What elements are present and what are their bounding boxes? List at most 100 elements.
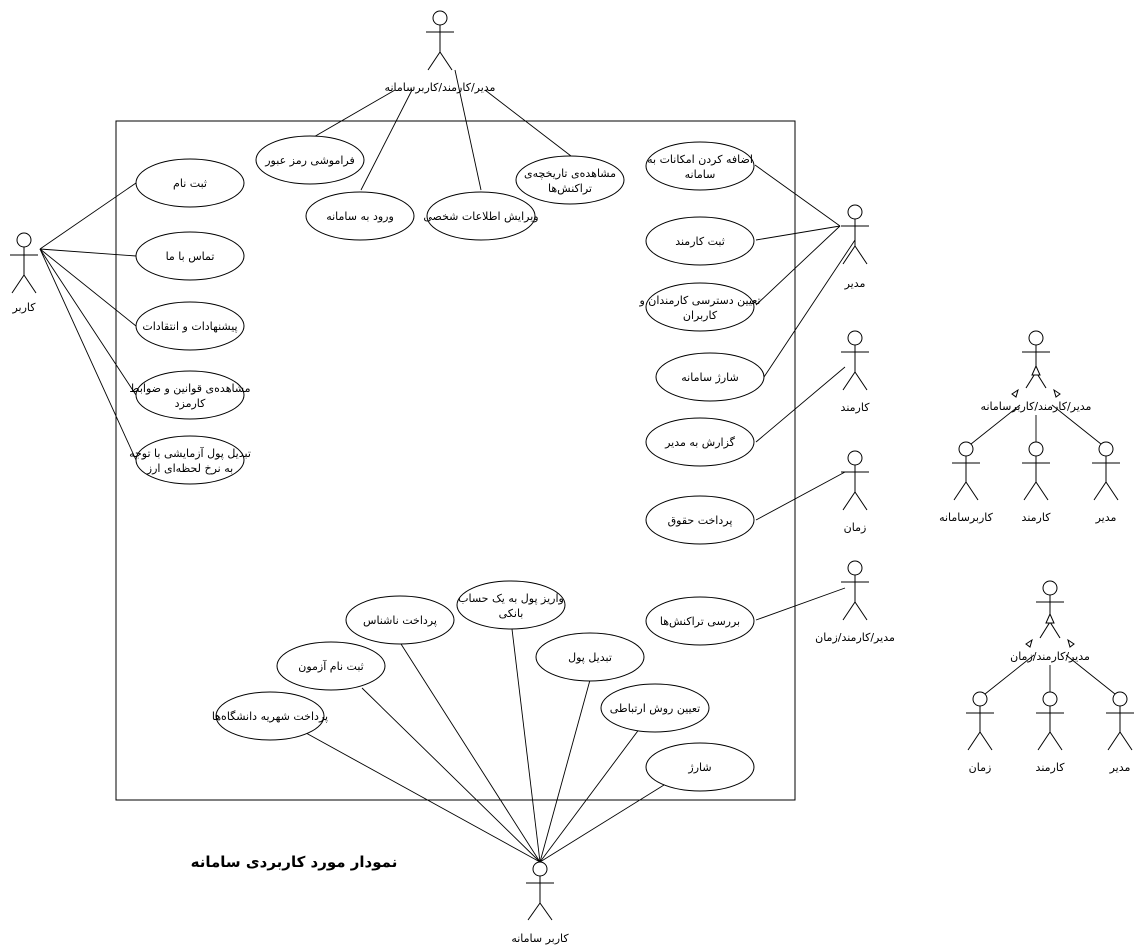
use-case-signup-label: ثبت نام xyxy=(173,177,207,190)
actor-combo-top-label: مدیر/کارمند/کاربرسامانه xyxy=(385,81,496,94)
use-case-charge: شارژ xyxy=(645,742,755,792)
use-case-pay-nashenas: پرداخت ناشناس xyxy=(345,595,455,645)
use-case-register-employee: ثبت کارمند xyxy=(645,216,755,266)
actor-employee: کارمند xyxy=(841,330,871,414)
use-case-exchange-test-label-2: به نرخ لحظه‌ای ارز xyxy=(146,462,233,475)
use-case-contact-method: تعیین روش ارتباطی xyxy=(600,683,710,733)
actor-combo-mid: مدیر/کارمند/زمان xyxy=(815,560,895,644)
gen1-parent-actor: مدیر/کارمند/کاربرسامانه xyxy=(981,330,1092,413)
assoc-sysuser-convert xyxy=(539,679,591,863)
assoc-combo-login xyxy=(360,89,413,191)
gen2-child-2: کارمند xyxy=(1036,691,1065,774)
use-case-signup: ثبت نام xyxy=(135,158,245,208)
use-case-convert-label: تبدیل پول xyxy=(568,651,612,664)
use-case-history-label-1: مشاهده‌ی تاریخچه‌ی xyxy=(524,167,616,180)
use-case-tuition: پرداخت شهریه دانشگاه‌ها xyxy=(212,691,328,741)
use-case-contact-label: تماس با ما xyxy=(166,250,215,263)
gen1-child-2: کارمند xyxy=(1022,441,1052,524)
gen1-child-3-label: مدیر xyxy=(1095,511,1117,524)
use-case-contact: تماس با ما xyxy=(135,231,245,281)
gen2-child-3-label: مدیر xyxy=(1109,761,1131,774)
use-case-rules: مشاهده‌ی قوانین و ضوابط کارمزد xyxy=(129,370,251,420)
gen2-parent-label: مدیر/کارمند/زمان xyxy=(1010,650,1090,663)
assoc-time-salary xyxy=(755,471,846,521)
use-case-charge-system: شارژ سامانه xyxy=(655,352,765,402)
gen2-line-3 xyxy=(1065,654,1121,699)
use-case-assign-access-label-1: تعیین دسترسی کارمندان و xyxy=(638,294,760,307)
assoc-sysuser-charge xyxy=(539,784,665,863)
gen1-parent-label: مدیر/کارمند/کاربرسامانه xyxy=(981,400,1092,413)
gen1-line-3 xyxy=(1051,404,1107,449)
use-case-review-tx-label: بررسی تراکنش‌ها xyxy=(660,615,740,628)
gen2-child-1-label: زمان xyxy=(969,761,992,774)
actor-employee-label: کارمند xyxy=(841,401,871,414)
assoc-manager-charge-system xyxy=(763,239,856,378)
use-case-feedback: پیشنهادات و انتقادات xyxy=(135,301,245,351)
use-case-add-features-label-2: سامانه xyxy=(685,168,716,181)
assoc-combo-forgot xyxy=(311,89,396,139)
assoc-user-signup xyxy=(39,182,137,250)
use-case-assign-access-label-2: کاربران xyxy=(683,309,718,322)
use-case-edit-profile-label: ویرایش اطلاعات شخصی xyxy=(423,210,538,223)
use-case-deposit: واریز پول به یک حساب بانکی xyxy=(456,580,566,630)
actor-manager: مدیر xyxy=(841,204,869,290)
system-boundary xyxy=(115,120,796,801)
actor-manager-label: مدیر xyxy=(844,277,866,290)
diagram-title: نمودار مورد کاربردی سامانه xyxy=(191,853,398,871)
actor-system-user-label: کاربر سامانه xyxy=(511,932,569,945)
assoc-sysuser-tuition xyxy=(305,732,541,863)
use-case-login: ورود به سامانه xyxy=(305,191,415,241)
use-case-exchange-test-label-1: تبدیل پول آزمایشی با توجه xyxy=(129,446,251,460)
assoc-combo-history xyxy=(484,89,572,157)
assoc-combo-mid-review xyxy=(755,587,846,621)
gen2-child-3: مدیر xyxy=(1106,691,1134,774)
gen1-child-1: کاربرسامانه xyxy=(939,441,994,524)
use-case-report-label: گزارش به مدیر xyxy=(664,436,736,449)
generalization-group-2: مدیر/کارمند/زمان زمان کارمند مد xyxy=(966,580,1134,774)
actor-combo-mid-label: مدیر/کارمند/زمان xyxy=(815,631,895,644)
gen1-child-2-label: کارمند xyxy=(1022,511,1052,524)
assoc-combo-edit xyxy=(454,69,482,191)
use-case-feedback-label: پیشنهادات و انتقادات xyxy=(142,320,237,333)
actor-user: کاربر xyxy=(10,232,38,314)
use-case-charge-label: شارژ xyxy=(687,761,711,774)
use-case-contact-method-label: تعیین روش ارتباطی xyxy=(610,702,700,715)
generalization-group-1: مدیر/کارمند/کاربرسامانه کاربرسامانه کارم… xyxy=(939,330,1120,524)
gen1-child-1-label: کاربرسامانه xyxy=(939,511,994,524)
actor-time: زمان xyxy=(841,450,869,534)
gen2-child-1: زمان xyxy=(966,691,994,774)
actor-system-user: کاربر سامانه xyxy=(511,861,569,945)
use-case-charge-system-label: شارژ سامانه xyxy=(681,371,738,384)
gen2-parent-actor: مدیر/کارمند/زمان xyxy=(1010,580,1090,663)
use-case-tuition-label: پرداخت شهریه دانشگاه‌ها xyxy=(212,710,328,723)
use-case-forgot-password-label: فراموشی رمز عبور xyxy=(264,154,355,167)
use-case-rules-label-1: مشاهده‌ی قوانین و ضوابط xyxy=(129,382,250,395)
actor-user-label: کاربر xyxy=(11,301,36,314)
use-case-exam-signup: ثبت نام آزمون xyxy=(276,641,386,691)
assoc-user-feedback xyxy=(39,248,137,327)
use-case-history-label-2: تراکنش‌ها xyxy=(548,182,592,195)
use-case-salary: پرداخت حقوق xyxy=(645,495,755,545)
assoc-user-exchange-test xyxy=(39,248,137,461)
use-case-add-features: اضافه کردن امکانات به سامانه xyxy=(645,141,755,191)
assoc-manager-add xyxy=(754,164,841,227)
actor-combo-top: مدیر/کارمند/کاربرسامانه xyxy=(385,10,496,94)
use-case-salary-label: پرداخت حقوق xyxy=(668,514,733,527)
assoc-sysuser-nashenas xyxy=(400,643,541,863)
assoc-manager-access xyxy=(755,225,841,306)
actor-time-label: زمان xyxy=(844,521,867,534)
assoc-sysuser-contact-method xyxy=(539,727,641,863)
use-case-report: گزارش به مدیر xyxy=(645,417,755,467)
use-case-deposit-label-1: واریز پول به یک حساب xyxy=(458,592,564,605)
assoc-sysuser-deposit xyxy=(511,628,541,863)
use-case-deposit-label-2: بانکی xyxy=(499,607,524,620)
use-case-login-label: ورود به سامانه xyxy=(326,210,394,223)
association-lines xyxy=(39,69,856,863)
use-case-exam-signup-label: ثبت نام آزمون xyxy=(298,659,363,673)
use-case-assign-access: تعیین دسترسی کارمندان و کاربران xyxy=(638,282,761,332)
gen1-line-1 xyxy=(965,404,1021,449)
use-case-register-employee-label: ثبت کارمند xyxy=(675,235,725,248)
use-case-add-features-label-1: اضافه کردن امکانات به xyxy=(647,153,753,166)
use-case-edit-profile: ویرایش اطلاعات شخصی xyxy=(423,191,539,241)
